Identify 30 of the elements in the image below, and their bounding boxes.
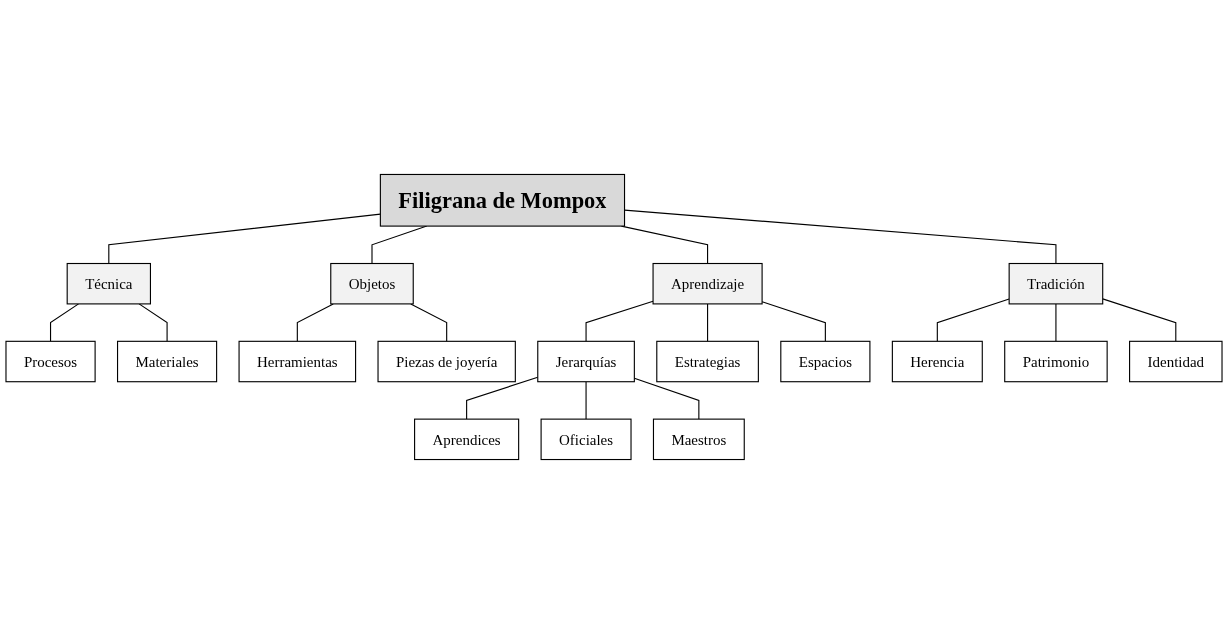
connector bbox=[707, 303, 709, 342]
node-box: Filigrana de Mompox bbox=[379, 173, 626, 227]
connector bbox=[761, 301, 826, 342]
node-box: Procesos bbox=[5, 340, 96, 383]
connector bbox=[296, 303, 334, 342]
node-box: Técnica bbox=[66, 262, 151, 305]
node-box: Piezas de joyería bbox=[377, 340, 516, 383]
node-box: Espacios bbox=[780, 340, 871, 383]
node-box: Maestros bbox=[652, 418, 745, 461]
node-box: Tradición bbox=[1008, 262, 1104, 305]
connector bbox=[410, 303, 448, 342]
node-box: Herramientas bbox=[238, 340, 357, 383]
connector bbox=[585, 300, 654, 342]
node-box: Herencia bbox=[891, 340, 983, 383]
node-box: Patrimonio bbox=[1004, 340, 1108, 383]
connector bbox=[1102, 298, 1177, 342]
node-box: Estrategias bbox=[656, 340, 759, 383]
connector bbox=[585, 381, 587, 420]
connector bbox=[936, 298, 1010, 342]
node-box: Materiales bbox=[117, 340, 218, 383]
connector bbox=[1055, 303, 1057, 342]
node-box: Aprendizaje bbox=[652, 262, 763, 305]
node-box: Oficiales bbox=[540, 418, 632, 461]
node-box: Identidad bbox=[1129, 340, 1223, 383]
connector bbox=[138, 303, 168, 342]
node-box: Objetos bbox=[330, 262, 414, 305]
node-box: Aprendices bbox=[414, 418, 520, 461]
connector bbox=[108, 213, 381, 265]
connector bbox=[50, 303, 80, 342]
node-box: Jerarquías bbox=[537, 340, 635, 383]
